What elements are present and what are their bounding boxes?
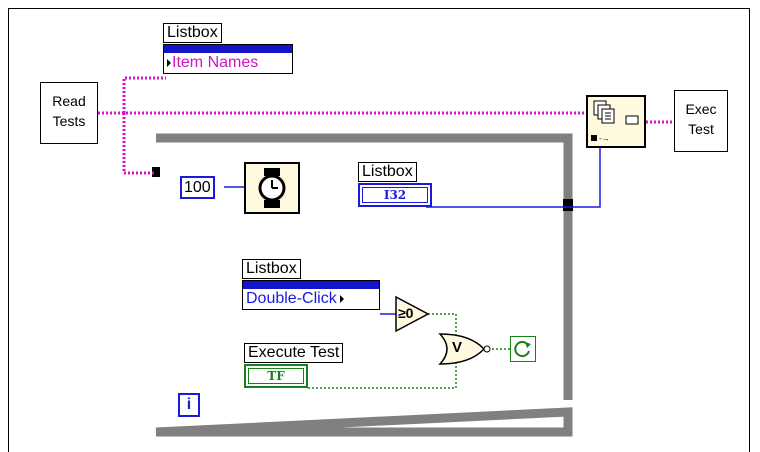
listbox-value-terminal[interactable]: Listbox I32 xyxy=(358,162,432,207)
exec-test-label-2: Test xyxy=(688,121,714,137)
wait-ms-constant[interactable]: 100 xyxy=(180,176,215,199)
loop-condition-terminal[interactable] xyxy=(510,336,536,362)
i32-type-label: I32 xyxy=(362,187,428,203)
listbox-itemnames-label: Listbox xyxy=(163,23,222,43)
property-node-body: Item Names xyxy=(163,44,293,74)
array-index-icon: -→ xyxy=(591,100,639,143)
clock-icon xyxy=(258,168,286,208)
read-tests-subvi[interactable]: Read Tests xyxy=(40,82,98,144)
greater-or-equal-zero-node xyxy=(395,295,430,333)
read-tests-label-1: Read xyxy=(52,93,86,109)
loop-output-tunnel xyxy=(563,199,573,211)
execute-test-terminal[interactable]: Execute Test TF xyxy=(244,343,344,388)
exec-test-subvi[interactable]: Exec Test xyxy=(674,90,728,152)
svg-text:-→: -→ xyxy=(599,134,610,143)
output-arrow-icon xyxy=(339,295,344,303)
bool-wire-compare xyxy=(428,313,457,341)
while-loop-border xyxy=(155,133,573,437)
read-tests-label-2: Tests xyxy=(52,113,86,129)
numeric-wire-listbox xyxy=(426,148,601,208)
exec-test-label-1: Exec xyxy=(685,101,717,117)
tf-indicator: TF xyxy=(244,364,308,388)
continue-if-true-icon xyxy=(514,341,531,358)
listbox-doubleclick-label: Listbox xyxy=(242,259,301,279)
string-wire-to-loop xyxy=(122,113,155,175)
execute-test-label: Execute Test xyxy=(244,343,344,363)
item-names-property: Item Names xyxy=(172,54,259,71)
listbox-doubleclick-property-node[interactable]: Listbox Double-Click xyxy=(242,259,380,310)
input-arrow-icon xyxy=(167,59,171,67)
i32-indicator: I32 xyxy=(358,183,432,207)
or-node xyxy=(438,333,491,365)
index-array-node[interactable]: -→ xyxy=(586,95,646,148)
loop-input-tunnel xyxy=(152,167,160,177)
wait-ms-node[interactable] xyxy=(244,162,300,214)
string-wire-to-itemnames xyxy=(122,76,166,113)
or-label: V xyxy=(452,339,463,356)
doubleclick-property-header xyxy=(243,281,379,289)
iteration-terminal: i xyxy=(178,393,200,417)
doubleclick-property-body: Double-Click xyxy=(242,280,380,310)
block-diagram-frame xyxy=(8,8,750,452)
listbox-itemnames-property-node[interactable]: Listbox Item Names xyxy=(163,23,293,74)
property-node-header xyxy=(164,45,292,53)
listbox-value-label: Listbox xyxy=(358,162,417,182)
double-click-property: Double-Click xyxy=(246,290,337,307)
tf-type-label: TF xyxy=(248,368,304,384)
compare-label: ≥0 xyxy=(398,305,414,321)
